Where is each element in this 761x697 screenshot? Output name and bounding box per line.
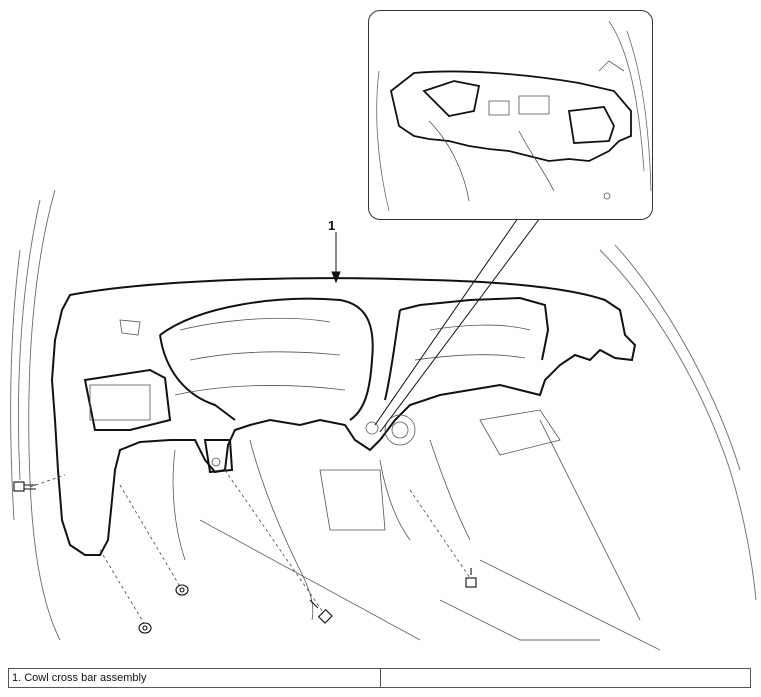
left-door-frame: [28, 189, 61, 641]
dashboard-exploded-drawing: [10, 189, 757, 651]
bolt-right: [465, 568, 477, 588]
nut-2: [138, 622, 152, 634]
bolt-left: [13, 481, 36, 492]
fasteners: [13, 481, 477, 634]
nut-1: [175, 584, 189, 596]
bolt-center: [309, 599, 333, 624]
legend-item-empty: [381, 669, 750, 687]
cowl-cross-bar-assembly: [50, 277, 637, 556]
inset-leader: [374, 217, 541, 433]
callout-arrow: [331, 232, 341, 284]
legend-table: 1. Cowl cross bar assembly: [8, 668, 751, 688]
legend-item-cowl-cross-bar: 1. Cowl cross bar assembly: [9, 669, 381, 687]
right-pillar: [599, 249, 757, 601]
callout-label: 1: [328, 218, 336, 233]
inset-detail-view: [368, 10, 653, 220]
